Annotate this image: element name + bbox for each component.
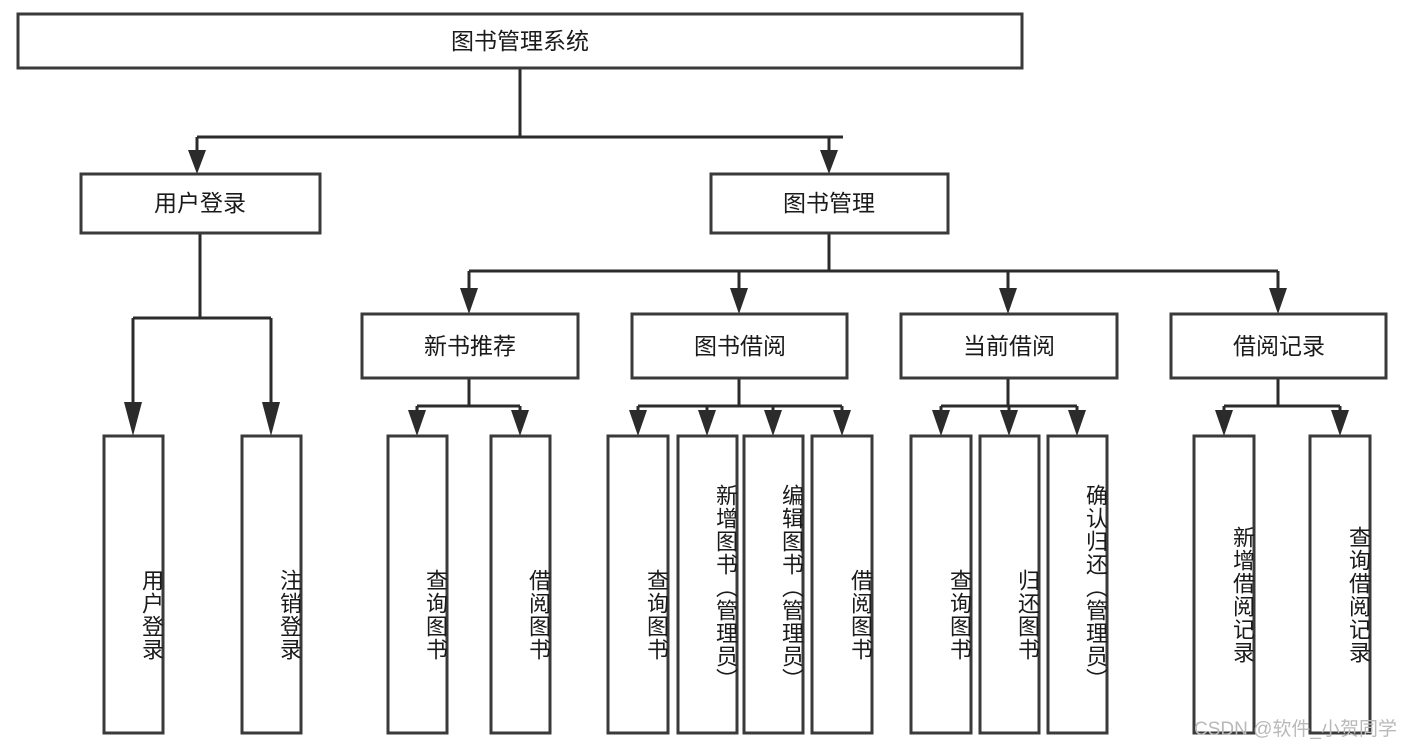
arrow-head-cb-leaf1 [932,410,950,436]
node-label-root: 图书管理系统 [451,28,589,54]
node-label-user-login: 用户登录 [154,190,246,216]
node-box-user-login[interactable] [79,172,322,235]
arrow-head-borrow-record [1269,288,1287,314]
arrow-head-cb-leaf3 [1068,410,1086,436]
node-box-root[interactable] [16,12,1024,70]
node-current-borrow[interactable]: 当前借阅 [899,312,1119,380]
arrow-head-ul-leaf2 [262,402,280,436]
node-label-new-book-recommend: 新书推荐 [424,333,516,359]
arrow-head-user-login [188,150,206,174]
node-box-book-manage[interactable] [709,172,950,235]
connector-group-book-borrow [629,378,851,436]
connector-group-borrow-record [1215,378,1349,436]
node-box-leaf-cb-1[interactable] [909,434,973,735]
connector-group-book-manage [460,233,1287,314]
connector-group-current-borrow [932,378,1086,436]
node-box-leaf-bb-4[interactable] [810,434,874,735]
node-box-leaf-cb-2[interactable] [978,434,1041,735]
node-box-leaf-ul-2[interactable] [240,434,303,735]
arrow-head-bb-leaf1 [629,410,647,436]
node-book-borrow[interactable]: 图书借阅 [630,312,849,380]
arrow-head-cb-leaf2 [1000,410,1018,436]
node-book-manage[interactable]: 图书管理 [709,172,950,235]
connector-group-new-book [408,378,529,436]
node-label-book-manage: 图书管理 [783,190,875,216]
node-label-book-borrow: 图书借阅 [694,333,786,359]
node-box-current-borrow[interactable] [899,312,1119,380]
node-user-login[interactable]: 用户登录 [79,172,322,235]
arrow-head-br-leaf2 [1331,410,1349,436]
arrow-head-nb-leaf2 [511,410,529,436]
node-root[interactable]: 图书管理系统 [16,12,1024,70]
node-box-leaf-bb-1[interactable] [606,434,670,735]
arrow-head-current-borrow [999,288,1017,314]
node-box-borrow-record[interactable] [1169,312,1388,380]
arrow-head-br-leaf1 [1215,410,1233,436]
node-box-leaf-bb-2[interactable] [676,434,739,735]
node-label-borrow-record: 借阅记录 [1233,333,1325,359]
arrow-head-ul-leaf1 [124,402,142,436]
arrow-head-bb-leaf2 [698,410,716,436]
node-label-current-borrow: 当前借阅 [963,333,1055,359]
node-box-leaf-br-1[interactable] [1192,434,1256,735]
node-box-book-borrow[interactable] [630,312,849,380]
node-box-leaf-ul-1[interactable] [102,434,165,735]
watermark-text: CSDN @软件_小贺同学 [1194,719,1397,740]
arrow-head-bb-leaf4 [833,410,851,436]
arrow-head-book-manage [820,150,838,174]
node-new-book-recommend[interactable]: 新书推荐 [360,312,580,380]
connector-group-root [188,68,843,174]
arrow-head-nb-leaf1 [408,410,426,436]
arrow-head-bb-leaf3 [764,410,782,436]
node-box-leaf-nb-1[interactable] [386,434,449,735]
node-box-leaf-cb-3[interactable] [1046,434,1109,735]
node-box-new-book-recommend[interactable] [360,312,580,380]
arrow-head-book-borrow [730,288,748,314]
node-borrow-record[interactable]: 借阅记录 [1169,312,1388,380]
node-box-leaf-nb-2[interactable] [489,434,552,735]
node-box-leaf-bb-3[interactable] [742,434,805,735]
arrow-head-new-book [460,288,478,314]
node-box-leaf-br-2[interactable] [1308,434,1372,735]
connector-group-user-login [124,233,280,436]
